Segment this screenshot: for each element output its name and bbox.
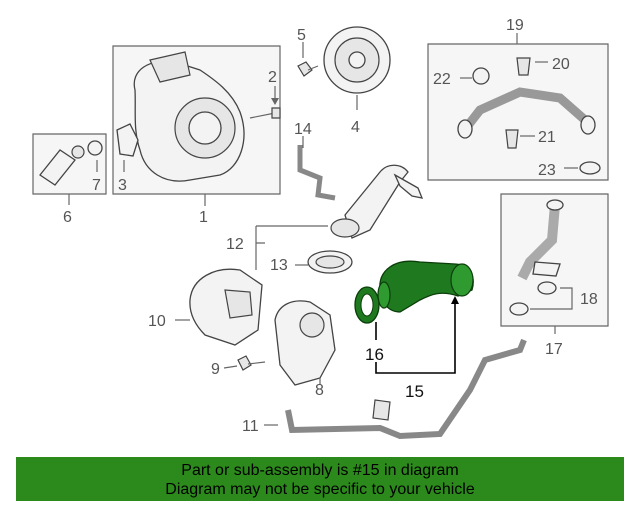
cover-10-detail bbox=[224, 289, 253, 319]
callout-11: 11 bbox=[242, 418, 259, 435]
callout-8: 8 bbox=[315, 382, 324, 399]
tube-14 bbox=[297, 145, 336, 201]
pipe-11-fitting bbox=[372, 399, 391, 421]
bracket-12 bbox=[255, 225, 328, 270]
bolt-9-head bbox=[237, 355, 252, 371]
hose-15[interactable] bbox=[379, 260, 474, 313]
bolt-2-head bbox=[271, 107, 281, 119]
callout-19: 19 bbox=[506, 17, 524, 34]
callout-23: 23 bbox=[538, 162, 556, 179]
bolt-5-shank bbox=[307, 65, 319, 71]
callout-3: 3 bbox=[118, 177, 127, 194]
pipe-19-end-b bbox=[580, 115, 596, 135]
pulley-hub bbox=[348, 51, 366, 69]
pipe-17 bbox=[517, 204, 560, 281]
callout-10: 10 bbox=[148, 313, 166, 330]
bracket-15 bbox=[375, 298, 456, 374]
callout-7: 7 bbox=[92, 177, 101, 194]
bolt-5-head bbox=[297, 61, 313, 77]
seal-7 bbox=[87, 140, 103, 156]
hose-15-end-b bbox=[377, 281, 391, 309]
arrow-2 bbox=[271, 98, 279, 105]
pump-hub bbox=[188, 111, 222, 145]
callout-13: 13 bbox=[270, 257, 288, 274]
callout-18: 18 bbox=[580, 291, 598, 308]
bolt-20 bbox=[516, 57, 531, 76]
callout-14: 14 bbox=[294, 121, 312, 138]
pipe-11-group[interactable]: 11 bbox=[242, 338, 527, 440]
leader-9 bbox=[223, 365, 238, 369]
callout-20: 20 bbox=[552, 56, 570, 73]
bracket-18 bbox=[530, 287, 573, 310]
outlet-group[interactable]: 12 13 bbox=[226, 164, 424, 274]
seal-18-a bbox=[537, 281, 557, 295]
cover-10-group[interactable]: 10 bbox=[148, 268, 263, 346]
sensor-group[interactable]: 7 6 bbox=[32, 133, 107, 226]
hose-15-end-a bbox=[450, 263, 474, 297]
part-1-group[interactable]: 1 2 3 bbox=[112, 45, 281, 226]
pipe-17-branch bbox=[532, 261, 561, 277]
part-15-group[interactable]: 16 15 bbox=[354, 260, 474, 401]
part-17-box bbox=[500, 193, 609, 327]
gasket-3 bbox=[116, 123, 139, 157]
bolt-21 bbox=[505, 129, 519, 149]
pulley-group[interactable]: 4 5 bbox=[297, 26, 391, 136]
arrow-15 bbox=[451, 296, 459, 304]
callout-5: 5 bbox=[297, 27, 306, 44]
callout-6: 6 bbox=[63, 209, 72, 226]
housing-8-port bbox=[299, 312, 325, 338]
clamp-13-inner bbox=[315, 255, 345, 269]
cover-10 bbox=[189, 268, 263, 346]
oring-23 bbox=[579, 161, 601, 175]
callout-1: 1 bbox=[199, 209, 208, 226]
info-banner: Part or sub-assembly is #15 in diagram D… bbox=[16, 457, 624, 501]
sensor-6 bbox=[39, 149, 76, 186]
seal-18-b bbox=[509, 302, 529, 316]
banner-line-1: Part or sub-assembly is #15 in diagram bbox=[181, 462, 459, 479]
pipe-11 bbox=[285, 338, 527, 440]
callout-4: 4 bbox=[351, 119, 360, 136]
callout-12: 12 bbox=[226, 236, 244, 253]
part-17-group[interactable]: 18 17 bbox=[500, 193, 609, 358]
callout-21: 21 bbox=[538, 129, 556, 146]
callout-2: 2 bbox=[268, 69, 277, 86]
pipe-17-end-a bbox=[546, 199, 564, 211]
callout-16: 16 bbox=[365, 345, 384, 364]
outlet-flange bbox=[330, 218, 360, 238]
housing-8 bbox=[274, 300, 336, 386]
banner-line-2: Diagram may not be specific to your vehi… bbox=[165, 481, 475, 498]
bolt-2 bbox=[249, 112, 276, 119]
callout-17: 17 bbox=[545, 341, 563, 358]
outlet-sensor bbox=[393, 173, 424, 199]
nut-22 bbox=[472, 67, 490, 85]
callout-22: 22 bbox=[433, 71, 451, 88]
tube-14-group[interactable]: 14 bbox=[294, 121, 336, 201]
callout-9: 9 bbox=[211, 361, 220, 378]
housing-8-group[interactable]: 8 9 bbox=[211, 300, 336, 399]
pump-flange bbox=[149, 51, 191, 83]
outlet-pipe-12 bbox=[344, 164, 409, 239]
pipe-19 bbox=[462, 87, 588, 131]
pipe-19-end-a bbox=[457, 119, 473, 139]
clamp-16-inner bbox=[360, 293, 374, 317]
sensor-6-tip bbox=[71, 145, 85, 159]
part-19-group[interactable]: 19 20 22 21 23 bbox=[427, 17, 609, 181]
callout-15: 15 bbox=[405, 382, 424, 401]
bolt-9-shank bbox=[247, 361, 266, 365]
